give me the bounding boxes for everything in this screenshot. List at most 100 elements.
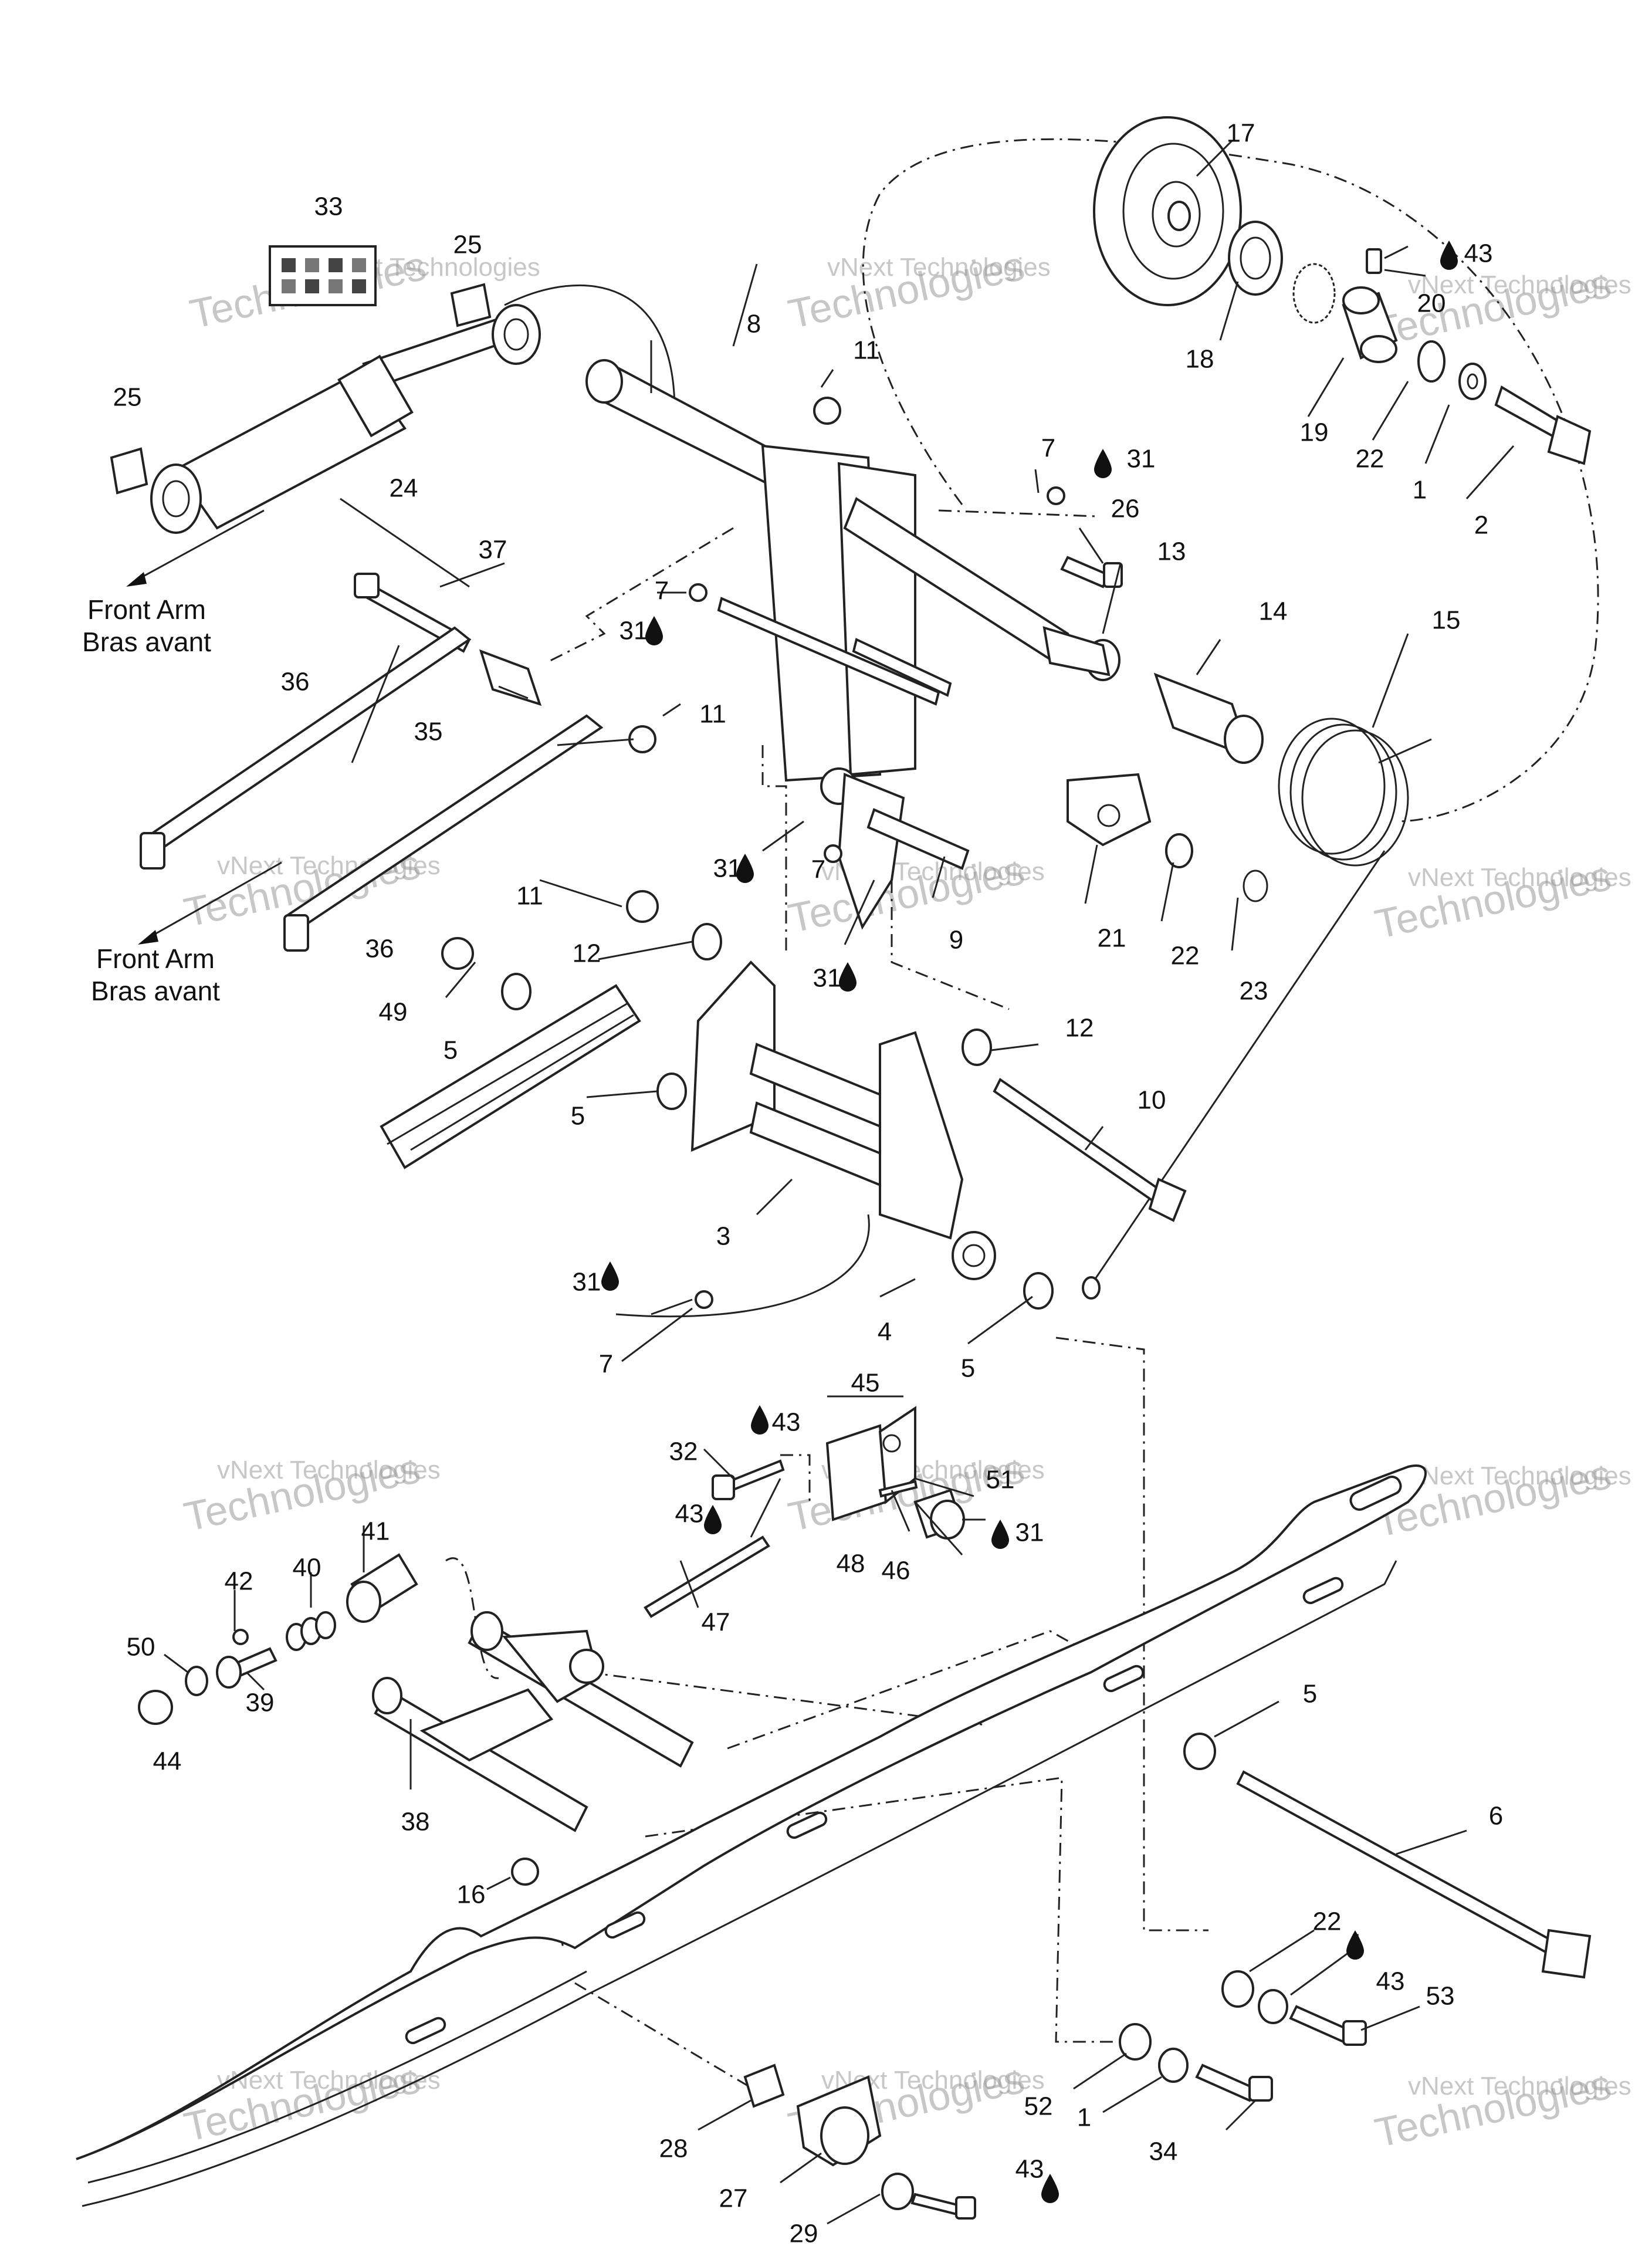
- callout-3: 3: [716, 1222, 730, 1251]
- callout-2: 2: [1474, 511, 1488, 540]
- callout-7: 7: [811, 855, 825, 884]
- callout-7: 7: [655, 577, 669, 605]
- callout-28: 28: [659, 2134, 688, 2163]
- callout-43: 43: [1376, 1967, 1405, 1996]
- torsion-spring: [1082, 718, 1432, 1300]
- callout-19: 19: [1300, 418, 1329, 447]
- callout-43: 43: [1464, 239, 1493, 268]
- callout-20: 20: [1417, 289, 1446, 318]
- flat-washer: [1417, 340, 1487, 400]
- callout-39: 39: [246, 1689, 275, 1717]
- bushing: [110, 283, 492, 495]
- callout-36: 36: [281, 668, 310, 696]
- product-label: [269, 245, 377, 306]
- callout-14: 14: [1259, 597, 1288, 626]
- callout-5: 5: [444, 1036, 458, 1065]
- lock-nut: [441, 397, 841, 970]
- front-arm-arrow: Front Arm Bras avant: [82, 509, 265, 657]
- callout-48: 48: [837, 1550, 865, 1578]
- spacer-sleeve: [1342, 286, 1398, 363]
- snap-ring: [1292, 263, 1336, 324]
- cam-stopper: [796, 2075, 882, 2167]
- callout-11: 11: [516, 882, 543, 911]
- rear-lower-arm: [372, 1611, 694, 1832]
- callout-11: 11: [853, 336, 880, 365]
- cross-shaft-bracket: [690, 960, 996, 1280]
- flat-washer: [185, 1629, 1288, 2210]
- callout-12: 12: [573, 939, 601, 968]
- callout-40: 40: [293, 1554, 321, 1582]
- oil-drop-icon: [601, 241, 1458, 2203]
- callout-21: 21: [1098, 924, 1126, 953]
- hex-bolt: [354, 556, 1123, 653]
- long-bolt: [910, 1770, 1592, 2220]
- bearing: [1228, 221, 1283, 296]
- callout-17: 17: [1227, 119, 1255, 148]
- callout-13: 13: [1157, 537, 1186, 566]
- callout-6: 6: [1489, 1802, 1503, 1831]
- cylinder-sleeve: [1153, 672, 1264, 764]
- callout-12: 12: [1065, 1014, 1094, 1043]
- callout-41: 41: [361, 1517, 390, 1546]
- callout-31: 31: [573, 1268, 601, 1297]
- callout-1: 1: [1413, 476, 1427, 505]
- callout-16: 16: [457, 1880, 486, 1909]
- callout-43: 43: [1015, 2155, 1044, 2184]
- cap-screw: [712, 1459, 1273, 2102]
- callout-32: 32: [669, 1437, 698, 1466]
- adjuster-block: [825, 1406, 916, 1521]
- callout-47: 47: [702, 1608, 730, 1637]
- spacer-tube: [479, 649, 542, 706]
- callout-1: 1: [1077, 2103, 1091, 2132]
- callout-46: 46: [882, 1557, 910, 1585]
- bushing: [743, 2063, 785, 2108]
- callout-15: 15: [1432, 606, 1461, 635]
- shoulder-bolt: [216, 1647, 277, 1689]
- callout-7: 7: [1041, 434, 1055, 463]
- assembly-guide-lines: [445, 138, 1599, 2096]
- hex-bolt: [1494, 385, 1592, 465]
- callout-52: 52: [1024, 2092, 1053, 2121]
- bracket: [1067, 773, 1152, 847]
- callout-42: 42: [225, 1567, 253, 1596]
- callout-5: 5: [1303, 1680, 1317, 1709]
- threaded-rod: [644, 1535, 770, 1618]
- callout-25: 25: [113, 383, 142, 412]
- slide-rail: [380, 984, 641, 1169]
- callout-44: 44: [153, 1747, 182, 1776]
- leader-lines: [164, 140, 1515, 2225]
- svg-text:Bras avant: Bras avant: [91, 976, 220, 1006]
- callout-49: 49: [379, 998, 408, 1027]
- callout-45: 45: [851, 1369, 880, 1398]
- front-arm-arrow: Front Arm Bras avant: [91, 861, 282, 1006]
- e-clip: [1243, 870, 1268, 902]
- callout-50: 50: [127, 1633, 155, 1662]
- callout-7: 7: [599, 1350, 613, 1379]
- callout-51: 51: [986, 1466, 1015, 1494]
- callout-33: 33: [314, 192, 343, 221]
- svg-text:vNext Technologies: vNext Technologies: [217, 1456, 441, 1484]
- washer-stack: [286, 1611, 336, 1651]
- svg-text:vNext Technologies: vNext Technologies: [1408, 1462, 1631, 1490]
- callout-labels: 17 43 20 18 19 22 1 2 33 25 25 24 8 11 7…: [113, 119, 1504, 2248]
- callout-31: 31: [620, 617, 648, 645]
- svg-text:Front Arm: Front Arm: [96, 943, 215, 974]
- callout-9: 9: [949, 926, 963, 955]
- callout-5: 5: [961, 1354, 975, 1383]
- shock-absorber: [150, 304, 541, 534]
- callout-18: 18: [1186, 345, 1214, 374]
- callout-22: 22: [1356, 445, 1384, 473]
- callout-36: 36: [365, 935, 394, 963]
- callout-5: 5: [571, 1102, 585, 1131]
- callout-23: 23: [1240, 977, 1268, 1006]
- svg-text:vNext Technologies: vNext Technologies: [1408, 2072, 1631, 2100]
- svg-text:vNext Technologies: vNext Technologies: [1408, 863, 1631, 892]
- callout-22: 22: [1171, 942, 1200, 970]
- callout-38: 38: [401, 1808, 430, 1836]
- tie-rod: [140, 626, 604, 952]
- idler-wheel: [1093, 116, 1242, 306]
- grease-fitting: [689, 486, 1065, 1309]
- callout-11: 11: [699, 700, 726, 729]
- callout-53: 53: [1426, 1982, 1455, 2011]
- svg-text:Bras avant: Bras avant: [82, 627, 211, 657]
